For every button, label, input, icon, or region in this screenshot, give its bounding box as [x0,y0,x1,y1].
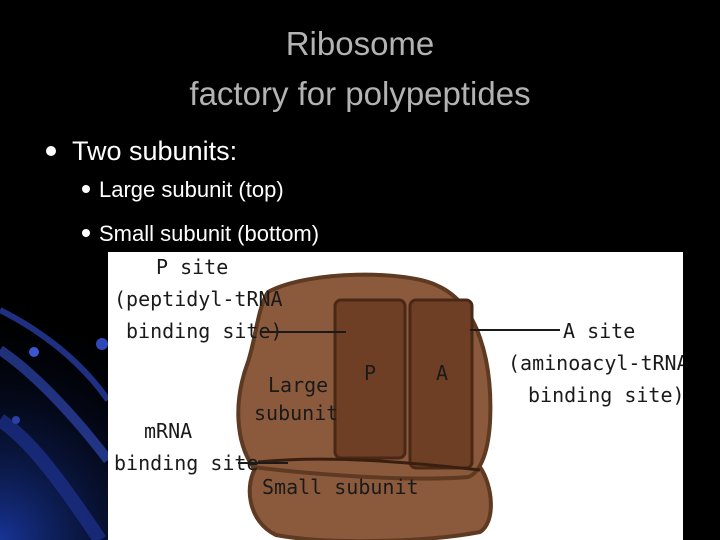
slide-subtitle: factory for polypeptides [189,75,531,112]
mrna-label: mRNA binding site [114,419,259,475]
a-letter: A [436,361,448,385]
p-site-desc-2: binding site) [126,319,283,343]
p-site-label: P site (peptidyl-tRNA binding site) [114,255,295,343]
mrna-strand [257,457,481,472]
bullet-dot-icon [82,185,90,194]
bullet-two-subunits: Two subunits: [46,134,237,168]
a-site-shape [408,298,474,470]
bullet-small-subunit: Small subunit (bottom) [82,220,319,248]
ribosome-diagram: P A P site (peptidyl-tRNA binding site) … [108,252,683,540]
a-site-title: A site [563,319,635,343]
slide-title: Ribosome [285,25,435,62]
bullet-dot-icon [82,229,90,238]
large-subunit-label: Large subunit [254,373,340,425]
background-swirl [0,307,111,402]
bullet-text: Two subunits: [72,136,238,166]
background-swirl [0,345,112,464]
background-swirl [0,414,106,540]
p-site-shape [333,298,407,460]
large-subunit-line-1: Large [268,373,328,397]
background-dot [29,347,39,357]
mrna-line-2: binding site [114,451,259,475]
a-site-desc-1: (aminoacyl-tRNA [508,351,683,375]
bullet-dot-icon [46,145,56,156]
p-site-title: P site [156,255,228,279]
bullet-text: Large subunit (top) [99,177,284,202]
bullet-text: Small subunit (bottom) [99,221,320,246]
bullet-large-subunit: Large subunit (top) [82,176,284,204]
p-site-desc-1: (peptidyl-tRNA [114,287,283,311]
small-subunit-label: Small subunit [262,475,419,499]
mrna-line-1: mRNA [144,419,192,443]
a-site-label: A site (aminoacyl-tRNA binding site) [508,319,683,407]
background-dot [12,416,20,424]
p-letter: P [364,361,376,385]
large-subunit-line-2: subunit [254,401,338,425]
background-dot [96,338,108,350]
a-site-desc-2: binding site) [528,383,683,407]
